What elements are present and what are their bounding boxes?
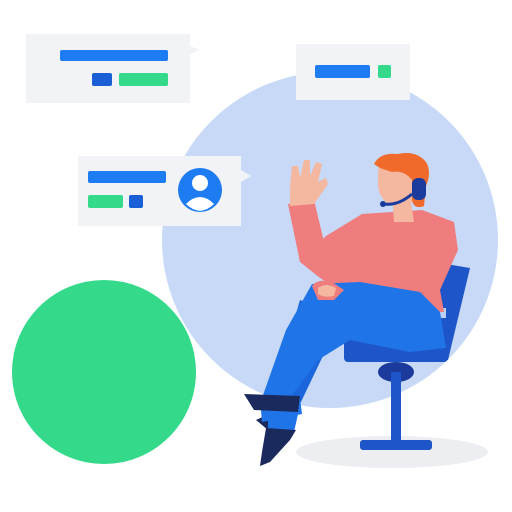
background-circle-green bbox=[12, 280, 196, 464]
headset-icon bbox=[380, 178, 426, 207]
bubble-3-tag-green bbox=[88, 195, 123, 208]
bubble-2-line bbox=[315, 65, 370, 78]
bubble-1-line bbox=[60, 50, 168, 61]
avatar-icon bbox=[178, 168, 222, 212]
chat-bubble-1 bbox=[26, 34, 200, 103]
support-agent bbox=[244, 153, 458, 466]
chat-bubble-2 bbox=[296, 44, 410, 100]
chat-bubble-3 bbox=[78, 156, 251, 226]
bubble-1-tag-blue bbox=[92, 73, 112, 86]
bubble-3-line bbox=[88, 171, 166, 183]
bubble-2-tag-green bbox=[378, 65, 391, 78]
bubble-3-tag-blue bbox=[129, 195, 143, 208]
bubble-1-tag-green bbox=[119, 73, 168, 86]
floor-shadow bbox=[296, 436, 488, 468]
